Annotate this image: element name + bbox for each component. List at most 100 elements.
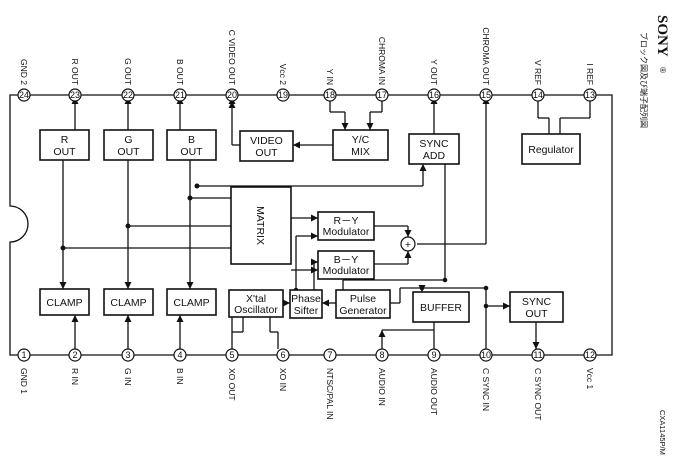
ic-package-outline (9, 94, 613, 356)
block-matrix: MATRIX (230, 186, 292, 265)
block-video-out: VIDEO OUT (239, 130, 294, 162)
pin-circle (531, 88, 545, 102)
pin-label: Y IN (325, 69, 335, 85)
pin-number: 13 (585, 90, 595, 100)
block-phase-shifter: Phase Sifter (289, 289, 323, 319)
pin-number: 17 (377, 90, 387, 100)
pin-circle (225, 88, 239, 102)
pin-circle (121, 348, 135, 362)
svg-text:X'tal: X'tal (246, 293, 266, 305)
pin-circle (17, 348, 31, 362)
pin-circle (173, 348, 187, 362)
pin-number: 3 (125, 350, 130, 360)
pin-2: 2R IN (68, 348, 82, 385)
block-clamp-g: CLAMP (103, 288, 154, 316)
brand-logo: SONY (654, 15, 670, 57)
pin-number: 9 (431, 350, 436, 360)
pin-4: 4B IN (173, 348, 187, 385)
pin-label: GND 2 (19, 59, 29, 85)
block-xtal-oscillator: X'tal Oscillator (228, 289, 284, 318)
pin-label: Vcc 1 (585, 368, 595, 390)
block-yc-mix: Y/C MIX (332, 129, 389, 161)
svg-text:OUT: OUT (525, 308, 548, 320)
svg-text:G: G (124, 134, 132, 146)
pin-circle (583, 348, 597, 362)
pin-circle (375, 348, 389, 362)
svg-text:OUT: OUT (53, 146, 76, 158)
pin-number: 5 (229, 350, 234, 360)
svg-text:CLAMP: CLAMP (46, 297, 82, 309)
pin-label: G IN (123, 368, 133, 385)
pin-13: 13I REF (583, 63, 597, 102)
pin-circle (427, 88, 441, 102)
pin-14: 14 V REF (531, 60, 545, 102)
pin-circle (583, 88, 597, 102)
block-sync-add: SYNC ADD (408, 133, 460, 165)
diagram-note: ブロック図及び端子配列図 (639, 32, 649, 128)
pin-label: R IN (70, 368, 80, 385)
pin-10: 10 C SYNC IN (479, 348, 493, 411)
svg-text:MATRIX: MATRIX (254, 206, 266, 245)
pin-circle (121, 88, 135, 102)
pin-number: 19 (278, 90, 288, 100)
svg-text:+: + (405, 239, 411, 251)
pin-circle (479, 348, 493, 362)
pin-22: 22G OUT (121, 58, 135, 102)
svg-text:Regulator: Regulator (528, 144, 574, 156)
pin-number: 15 (481, 90, 491, 100)
block-sync-out: SYNC OUT (509, 291, 564, 323)
svg-text:Modulator: Modulator (323, 265, 370, 277)
pin-11: 11C SYNC OUT (531, 348, 545, 420)
pin-number: 23 (70, 90, 80, 100)
pin-label: Vcc 2 (278, 64, 288, 86)
svg-text:ADD: ADD (423, 150, 446, 162)
svg-text:CLAMP: CLAMP (173, 297, 209, 309)
brand-registered-mark: ® (658, 66, 667, 74)
svg-text:VIDEO: VIDEO (250, 135, 283, 147)
part-number: CXA1145P/M (658, 410, 667, 455)
pin-21: 21B OUT (173, 59, 187, 102)
svg-text:SYNC: SYNC (419, 138, 449, 150)
pin-number: 6 (280, 350, 285, 360)
pin-number: 10 (481, 350, 491, 360)
svg-text:BUFFER: BUFFER (420, 302, 462, 314)
pin-circle (276, 88, 290, 102)
block-g-out: G OUT (103, 129, 154, 161)
pin-number: 14 (533, 90, 543, 100)
pin-circle (173, 88, 187, 102)
pin-label: C SYNC IN (481, 368, 491, 411)
pin-circle (323, 348, 337, 362)
pin-label: AUDIO OUT (429, 368, 439, 415)
block-by-modulator: B－Y Modulator (317, 250, 375, 280)
pin-number: 4 (177, 350, 182, 360)
pin-3: 3 G IN (121, 348, 135, 385)
block-clamp-r: CLAMP (39, 288, 90, 316)
pin-number: 7 (327, 350, 332, 360)
pin-23: 23 R OUT (68, 59, 82, 102)
pin-circle (531, 348, 545, 362)
pin-label: V REF (533, 60, 543, 85)
svg-text:CLAMP: CLAMP (110, 297, 146, 309)
svg-text:B－Y: B－Y (334, 254, 359, 266)
pin-label: R OUT (70, 59, 80, 85)
pin-number: 22 (123, 90, 133, 100)
pin-label: GND 1 (19, 368, 29, 394)
svg-text:SYNC: SYNC (522, 296, 552, 308)
pin-label: NTSC/PAL IN (325, 368, 335, 419)
pin-label: C SYNC OUT (533, 368, 543, 420)
adder-circle: + (400, 236, 416, 252)
block-buffer: BUFFER (412, 291, 470, 323)
pin-circle (479, 88, 493, 102)
svg-text:OUT: OUT (255, 147, 278, 159)
pin-number: 16 (429, 90, 439, 100)
pin-number: 20 (227, 90, 237, 100)
pin-label: C VIDEO OUT (227, 30, 237, 85)
pin-number: 21 (175, 90, 185, 100)
pin-number: 8 (379, 350, 384, 360)
